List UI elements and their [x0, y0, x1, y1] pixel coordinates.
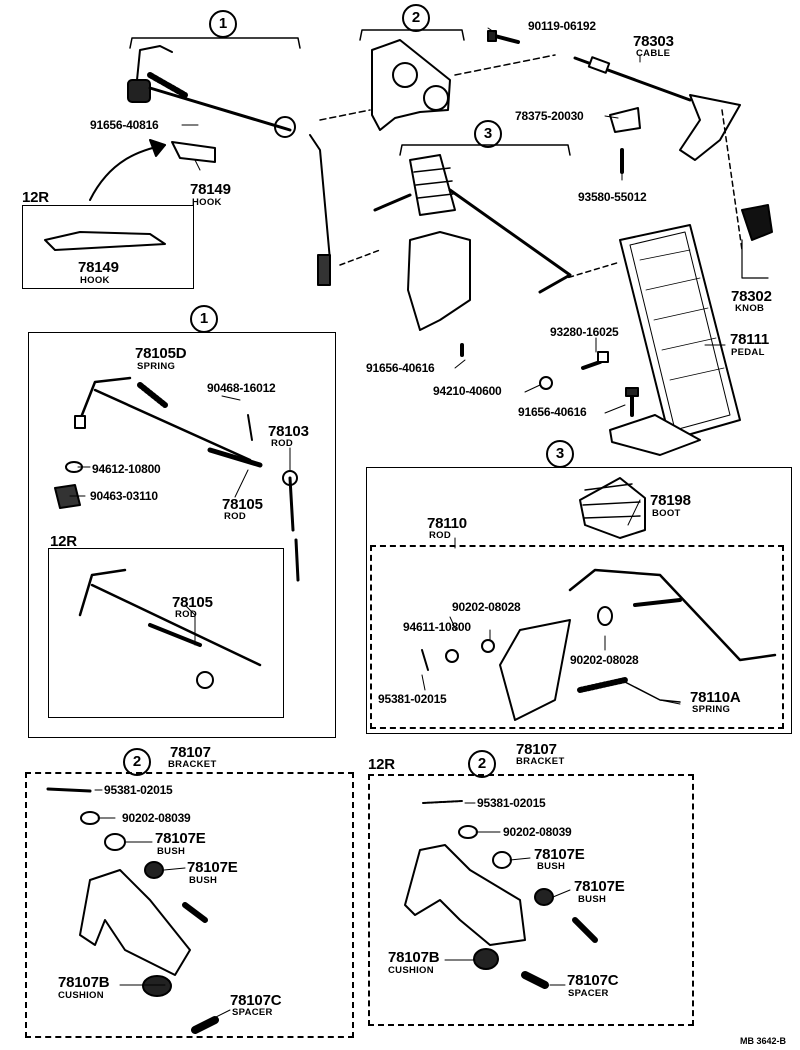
part-number-78107-left: 78107	[170, 744, 211, 761]
part-number-78303: 78303	[633, 33, 674, 50]
part-number-91656-b: 91656-40616	[366, 361, 435, 375]
part-number-78110A: 78110A	[690, 689, 741, 706]
section-marker-3-top: 3	[474, 120, 502, 148]
bracket-assembly-top	[319, 39, 556, 131]
part-number-94612: 94612-10800	[92, 462, 161, 476]
section-marker-3-detail: 3	[546, 440, 574, 468]
section-marker-2-top: 2	[402, 4, 430, 32]
section-marker-2-left: 2	[123, 748, 151, 776]
part-name-spacer-left: SPACER	[232, 1007, 273, 1018]
part-name-bracket-right: BRACKET	[516, 756, 565, 767]
part-name-rod-78110: ROD	[429, 530, 452, 541]
part-number-90119: 90119-06192	[528, 19, 596, 33]
part-name-hook-top: HOOK	[192, 197, 222, 208]
part-name-bush-right-1: BUSH	[537, 861, 566, 872]
part-number-78107E-left-2: 78107E	[187, 859, 238, 876]
drawing-code: MB 3642-B	[740, 1036, 787, 1046]
variant-box-rod	[48, 548, 284, 718]
part-number-90202-c-right: 90202-08039	[503, 825, 572, 839]
part-number-95381-b-left: 95381-02015	[104, 783, 173, 797]
part-number-78107C-left: 78107C	[230, 992, 282, 1009]
dashed-box-bracket-right	[368, 774, 694, 1026]
cable	[573, 56, 743, 251]
rod-assembly-top	[127, 45, 331, 286]
part-number-94210: 94210-40600	[433, 384, 502, 398]
part-number-78110: 78110	[427, 515, 467, 532]
part-name-cable: CABLE	[636, 48, 671, 59]
variant-tag-bracket: 12R	[368, 756, 395, 773]
part-number-78107E-right-1: 78107E	[534, 846, 585, 863]
part-number-95381-b-right: 95381-02015	[477, 796, 546, 810]
part-number-78111: 78111	[730, 331, 770, 348]
rod-boot-assembly-top	[339, 154, 621, 357]
part-number-91656-c: 91656-40616	[518, 405, 587, 419]
part-name-spring-78105D: SPRING	[137, 361, 176, 372]
part-number-90202-b: 90202-08028	[570, 653, 639, 667]
variant-tag-rod: 12R	[50, 533, 77, 550]
dashed-box-bracket-left	[25, 772, 354, 1038]
part-name-spring-78110A: SPRING	[692, 704, 731, 715]
part-name-bush-left-1: BUSH	[157, 846, 186, 857]
bracket-assembly-right	[404, 800, 598, 989]
part-number-78107-right: 78107	[516, 741, 557, 758]
part-number-78198: 78198	[650, 492, 691, 509]
detail-box-section-1	[28, 332, 336, 738]
part-name-bush-right-2: BUSH	[578, 894, 607, 905]
part-number-78149-12r: 78149	[78, 259, 119, 276]
part-number-78107B-right: 78107B	[388, 949, 440, 966]
part-number-78375: 78375-20030	[515, 109, 584, 123]
section-marker-1-top: 1	[209, 10, 237, 38]
part-number-78149-top: 78149	[190, 181, 231, 198]
part-number-78107C-right: 78107C	[567, 972, 619, 989]
part-number-78107E-left-1: 78107E	[155, 830, 206, 847]
part-number-78105: 78105	[222, 496, 263, 513]
part-name-cushion-left: CUSHION	[58, 990, 104, 1001]
part-name-rod-78103: ROD	[271, 438, 294, 449]
part-number-90463: 90463-03110	[90, 489, 158, 503]
part-name-boot: BOOT	[652, 508, 681, 519]
part-number-78105D: 78105D	[135, 345, 187, 362]
part-name-hook-12r: HOOK	[80, 275, 110, 286]
dashed-box-rod-78110	[370, 545, 784, 729]
part-name-knob: KNOB	[735, 303, 765, 314]
part-number-78302: 78302	[731, 288, 772, 305]
part-number-95381-a: 95381-02015	[378, 692, 447, 706]
section-marker-1-detail: 1	[190, 305, 218, 333]
variant-tag-hook: 12R	[22, 189, 49, 206]
part-number-78107B-left: 78107B	[58, 974, 110, 991]
section-marker-2-right: 2	[468, 750, 496, 778]
variant-box-hook	[22, 205, 194, 289]
part-number-93280: 93280-16025	[550, 325, 619, 339]
part-name-rod-78105: ROD	[224, 511, 247, 522]
rod-12r-detail	[78, 568, 262, 689]
part-name-spacer-right: SPACER	[568, 988, 609, 999]
part-name-rod-78105-12r: ROD	[175, 609, 198, 620]
accelerator-pedal	[609, 224, 741, 456]
part-number-78103: 78103	[268, 423, 309, 440]
part-name-cushion-right: CUSHION	[388, 965, 434, 976]
part-number-78107E-right-2: 78107E	[574, 878, 625, 895]
part-number-91656-a: 91656-40816	[90, 118, 159, 132]
part-number-78105-12r: 78105	[172, 594, 213, 611]
part-number-93580: 93580-55012	[578, 190, 647, 204]
part-number-90468: 90468-16012	[207, 381, 276, 395]
rod-assembly-detail	[74, 376, 300, 582]
part-name-bush-left-2: BUSH	[189, 875, 218, 886]
part-name-pedal: PEDAL	[731, 347, 765, 358]
part-name-bracket-left: BRACKET	[168, 759, 217, 770]
part-number-90202-c-left: 90202-08039	[122, 811, 191, 825]
leader-lines	[69, 27, 726, 1021]
part-number-90202-a: 90202-08028	[452, 600, 521, 614]
part-number-94611: 94611-10800	[403, 620, 471, 634]
detail-box-section-3	[366, 467, 792, 734]
